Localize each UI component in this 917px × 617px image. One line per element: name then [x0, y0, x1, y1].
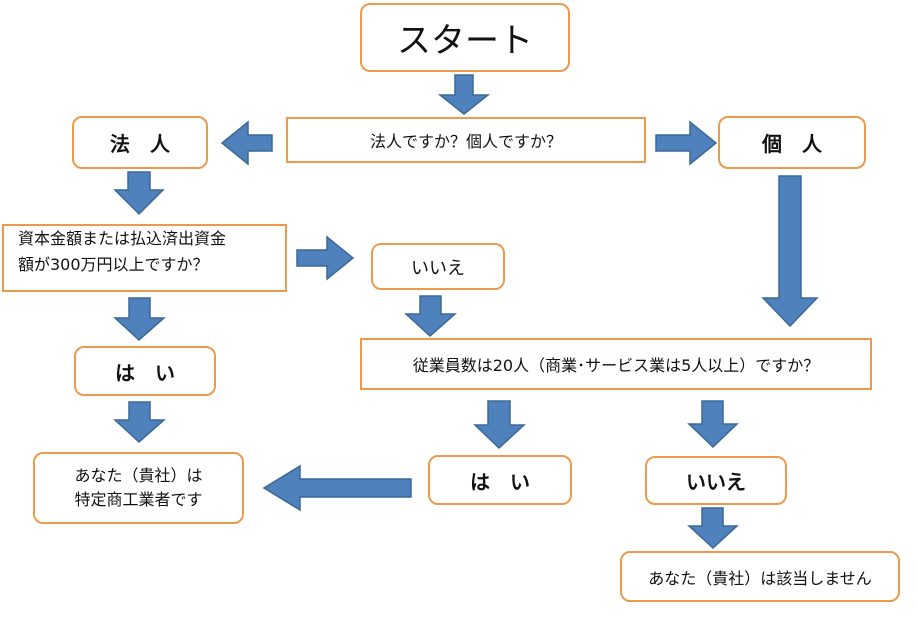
capital-no-label: いいえ — [411, 257, 465, 279]
employee-no-node: いいえ — [645, 456, 787, 505]
start-node: スタート — [360, 3, 570, 72]
capital-no-node: いいえ — [371, 243, 505, 290]
individual-node: 個 人 — [718, 116, 866, 169]
capital-question-line2: 額が300万円以上ですか？ — [18, 255, 209, 274]
capital-yes-node: は い — [74, 346, 216, 396]
employee-no-label: いいえ — [686, 470, 746, 494]
result-no-label: あなた（貴社）は該当しません — [648, 568, 872, 588]
arrow-employee-yes-to-result — [262, 464, 412, 512]
question-type-label: 法人ですか？個人ですか？ — [369, 132, 562, 151]
result-no-node: あなた（貴社）は該当しません — [620, 551, 900, 602]
employee-yes-label: は い — [470, 469, 530, 494]
employee-yes-node: は い — [428, 455, 572, 505]
arrow-capital-to-no — [296, 235, 355, 281]
result-yes-line1: あなた（貴社）は — [74, 466, 203, 485]
result-yes-node: あなた（貴社）は 特定商工業者です — [33, 452, 244, 524]
arrow-capital-to-yes — [113, 297, 166, 342]
corporation-label: 法 人 — [110, 132, 170, 156]
arrow-to-individual — [655, 120, 718, 166]
arrow-employee-to-no — [687, 400, 739, 449]
employee-question-label: 従業員数は20人（商業･サービス業は5人以上）ですか？ — [412, 356, 820, 375]
arrow-employee-to-yes — [473, 400, 526, 450]
employee-question-node: 従業員数は20人（商業･サービス業は5人以上）ですか？ — [360, 338, 872, 390]
corporation-node: 法 人 — [72, 116, 208, 169]
individual-label: 個 人 — [762, 132, 822, 156]
result-yes-line2: 特定商工業者です — [74, 490, 203, 509]
arrow-start-to-question — [437, 74, 491, 115]
question-type-node: 法人ですか？個人ですか？ — [286, 117, 646, 163]
capital-question-node: 資本金額または払込済出資金 額が300万円以上ですか？ — [2, 224, 287, 292]
arrow-employee-no-to-result — [687, 507, 739, 550]
arrow-yes-to-result — [113, 401, 166, 444]
start-label: スタート — [397, 21, 533, 61]
capital-yes-label: は い — [115, 360, 175, 385]
arrow-no-to-employee — [404, 295, 457, 338]
arrow-individual-to-employee — [761, 175, 819, 328]
capital-question-line1: 資本金額または払込済出資金 — [18, 229, 227, 248]
arrow-to-corporation — [220, 120, 273, 166]
arrow-corporation-to-capital — [113, 171, 165, 216]
